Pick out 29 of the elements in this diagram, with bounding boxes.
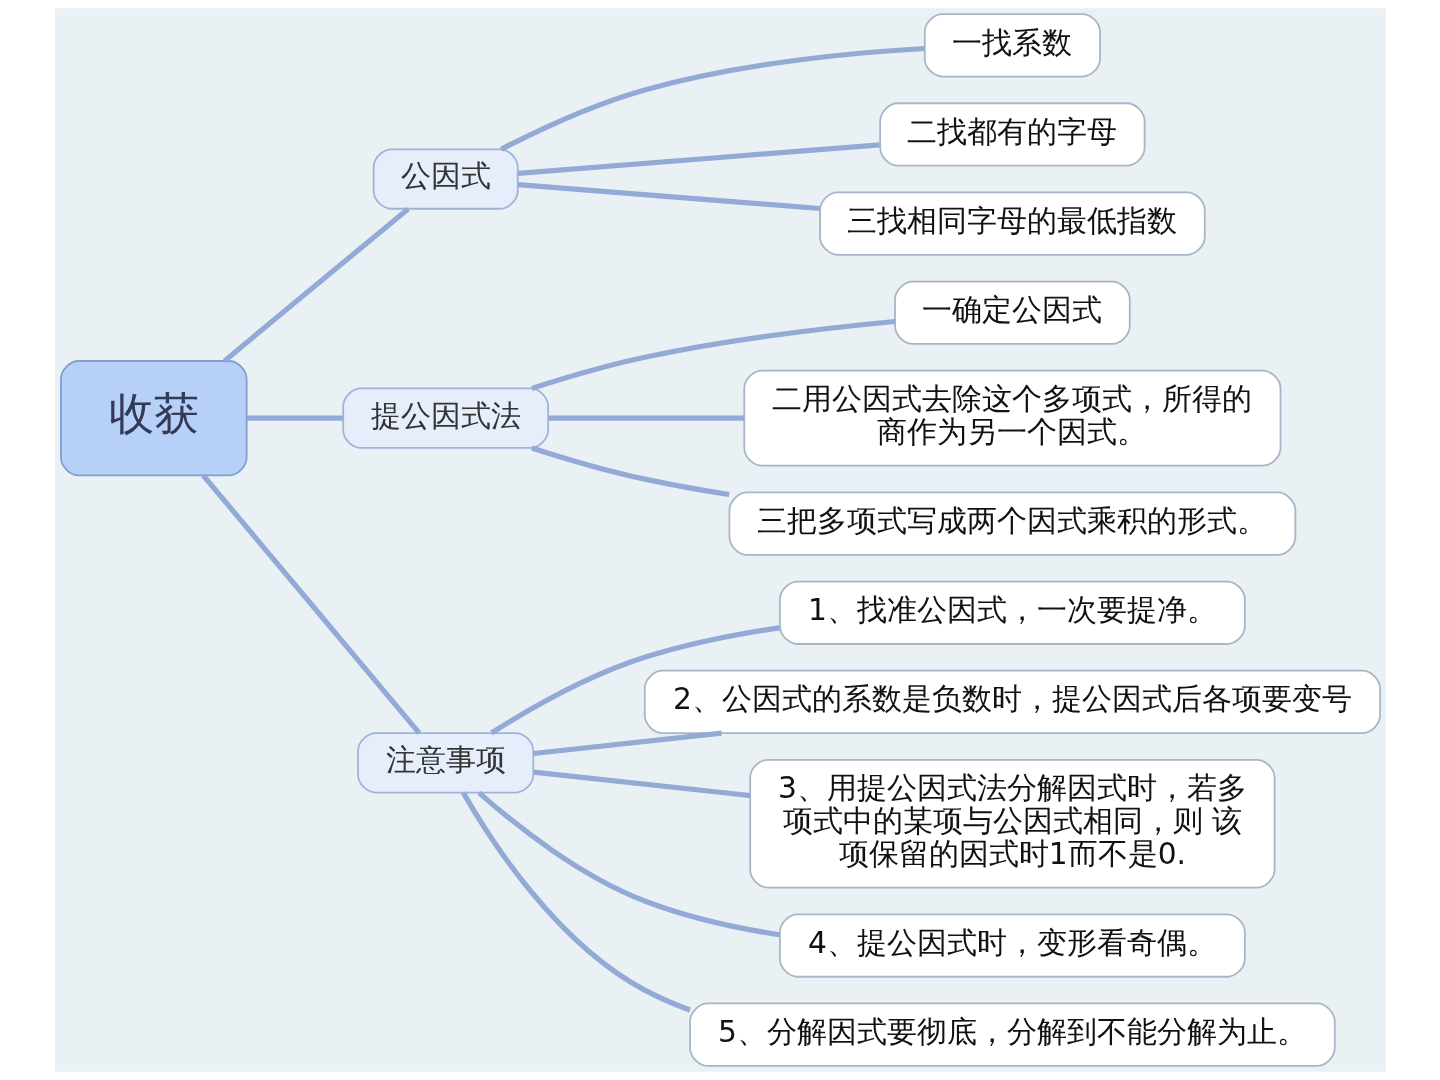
connector (489, 625, 780, 736)
node-box: 注意事项 (356, 732, 534, 794)
node-box: 4、提公因式时，变形看奇偶。 (778, 913, 1246, 978)
connector (517, 142, 880, 177)
connector (532, 769, 750, 799)
node-box: 2、公因式的系数是负数时，提公因式后各项要变号 (643, 669, 1381, 734)
connector (517, 182, 820, 212)
connector (548, 415, 744, 421)
connector (499, 45, 925, 152)
connector (477, 790, 780, 938)
connector (246, 415, 343, 421)
node-box: 三把多项式写成两个因式乘积的形式。 (728, 491, 1296, 556)
node-box: 一确定公因式 (893, 280, 1131, 345)
node-box: 5、分解因式要彻底，分解到不能分解为止。 (688, 1002, 1336, 1067)
connector (222, 206, 410, 363)
node-box: 3、用提公因式法分解因式时，若多项式中的某项与公因式相同，则 该项保留的因式时1而不是0. (748, 758, 1275, 889)
connector (530, 318, 895, 391)
node-box: 二找都有的字母 (878, 102, 1145, 167)
node-box: 二用公因式去除这个多项式，所得的商作为另一个因式。 (742, 369, 1281, 467)
connector (532, 730, 722, 757)
node-box: 公因式 (372, 148, 519, 210)
node-box: 收获 (59, 360, 247, 477)
connector (530, 445, 730, 498)
node-box: 一找系数 (923, 13, 1101, 78)
connector (200, 473, 421, 735)
node-box: 1、找准公因式，一次要提净。 (778, 580, 1246, 645)
connector (460, 791, 691, 1013)
node-box: 三找相同字母的最低指数 (818, 191, 1206, 256)
node-box: 提公因式法 (341, 387, 549, 449)
